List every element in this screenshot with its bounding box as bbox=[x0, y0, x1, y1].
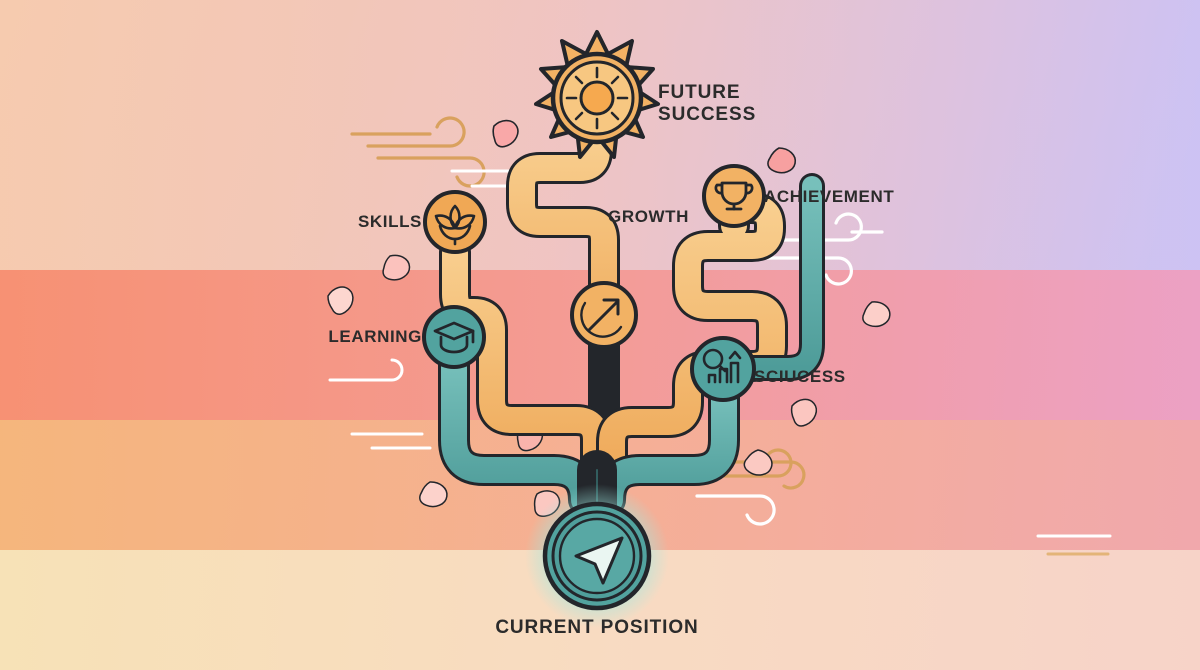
node-success-analytics[interactable] bbox=[690, 336, 756, 402]
trophy-icon bbox=[714, 181, 754, 211]
node-skills[interactable] bbox=[423, 190, 487, 254]
graduation-cap-icon bbox=[433, 321, 475, 354]
path-junction-to-achievement bbox=[599, 195, 785, 475]
node-current-position[interactable] bbox=[525, 484, 669, 628]
wind-swirl-icon bbox=[350, 116, 486, 188]
wind-swirl-icon bbox=[758, 212, 884, 286]
node-learning[interactable] bbox=[422, 305, 486, 369]
petal-icon bbox=[419, 481, 448, 508]
node-future-success[interactable] bbox=[534, 30, 660, 159]
path-success-to-upper-right bbox=[738, 176, 822, 378]
wind-swirl-icon bbox=[695, 494, 776, 526]
petal-icon bbox=[743, 449, 773, 476]
decoration-layer bbox=[328, 116, 1112, 556]
sun-icon bbox=[534, 30, 660, 159]
wind-line bbox=[328, 358, 432, 450]
petal-icon bbox=[767, 147, 797, 174]
arrow-up-right-icon bbox=[580, 298, 623, 338]
wind-swirl-icon bbox=[698, 448, 806, 490]
petal-icon bbox=[492, 119, 519, 148]
petal-icon bbox=[382, 254, 411, 281]
lotus-icon bbox=[434, 204, 476, 246]
path-growth-to-future-success bbox=[509, 127, 617, 363]
petal-icon bbox=[862, 301, 891, 328]
petal-icon bbox=[790, 398, 817, 427]
node-achievement[interactable] bbox=[702, 164, 766, 228]
navigation-arrow-icon bbox=[574, 536, 624, 585]
analytics-chart-icon bbox=[702, 348, 742, 384]
petal-icon bbox=[327, 286, 354, 315]
node-growth[interactable] bbox=[570, 281, 638, 349]
